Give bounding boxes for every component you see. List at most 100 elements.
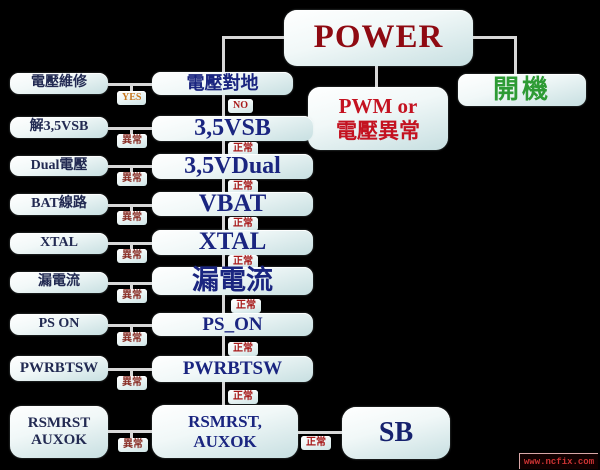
connector-line [130,430,133,438]
label-text: 正常 [233,256,253,267]
connector-line [130,242,133,250]
label-normal: 正常 [231,299,261,313]
node-leakage-left: 漏電流 [10,272,108,293]
label-text: 異常 [122,250,142,261]
connector-line [130,165,133,173]
connector-line [222,295,225,314]
label-abnormal: 異常 [117,289,147,303]
node-label: PWRBTSW [182,358,283,380]
node-power: POWER [284,10,473,66]
connector-line [298,431,342,434]
node-xtal: XTAL [152,228,313,256]
connector-line [222,255,225,268]
connector-line [130,324,133,333]
label-text: 異常 [122,173,142,184]
label-text: 異常 [122,377,142,388]
connector-line [222,95,225,117]
node-ps-on-left: PS ON [10,314,108,335]
connector-line [222,36,225,73]
connector-line [130,127,133,135]
connector-line [375,65,378,88]
label-text: 異常 [122,135,142,146]
node-sb-label: SB [378,416,414,448]
label-normal: 正常 [228,180,258,194]
node-vbat: VBAT [152,189,313,217]
node-35vdual: 3,5VDual [152,153,313,179]
label-normal-sb: 正常 [301,436,331,450]
watermark: www.ncfix.com [519,453,598,469]
connector-line [473,36,517,39]
label-abnormal: 異常 [118,438,148,452]
connector-line [222,216,225,231]
connector-line [514,36,517,75]
node-label: 漏電流 [192,265,273,296]
node-label: PS ON [38,316,80,332]
label-normal: 正常 [228,255,258,269]
label-text: 異常 [122,212,142,223]
label-text: 正常 [233,391,253,402]
connector-line [130,83,133,92]
label-text: YES [122,92,142,103]
label-text: 正常 [236,300,256,311]
connector-line [222,179,225,193]
node-pwm-abnormal: PWM or 電壓異常 [308,87,448,150]
node-boot: 開機 [458,74,586,106]
node-35vsb: 3,5VSB [152,114,313,141]
node-leakage: 漏電流 [152,265,313,296]
node-voltage-to-ground: 電壓對地 [152,72,293,95]
node-label: 電壓維修 [31,75,87,91]
node-pwrbtsw: PWRBTSW [152,356,313,382]
label-normal: 正常 [228,217,258,231]
label-abnormal: 異常 [117,332,147,346]
label-text: 正常 [233,343,253,354]
label-text: 正常 [233,143,253,154]
node-label: 解3,5VSB [29,119,89,135]
connector-line [222,382,225,406]
node-ps-on: PS_ON [152,313,313,336]
label-text: NO [233,100,248,111]
label-abnormal: 異常 [117,249,147,263]
connector-line [222,141,225,155]
label-text: 異常 [122,333,142,344]
connector-line [130,282,133,290]
node-label-line1: RSMRST [27,414,91,431]
node-fix-voltage: 電壓維修 [10,73,108,94]
node-label: PWRBTSW [19,359,99,376]
node-dual-voltage: Dual電壓 [10,156,108,176]
connector-line [222,36,284,39]
watermark-text: www.ncfix.com [523,456,595,467]
node-sb: SB [342,407,450,459]
node-label: XTAL [198,228,267,256]
node-xtal-left: XTAL [10,233,108,254]
connector-line [130,204,133,212]
label-text: 異常 [122,290,142,301]
node-label-line2: AUXOK [31,432,87,448]
node-label: XTAL [40,235,78,251]
label-text: 異常 [123,439,143,450]
node-fix-35vsb: 解3,5VSB [10,117,108,138]
node-label: BAT線路 [31,196,87,212]
label-text: 正常 [306,437,326,448]
node-label-line2: AUXOK [193,431,257,451]
node-label: 3,5VSB [194,114,271,141]
connector-line [130,368,133,377]
label-abnormal: 異常 [117,211,147,225]
label-text: 正常 [233,181,253,192]
label-abnormal: 異常 [117,134,147,148]
node-pwrbtsw-left: PWRBTSW [10,356,108,381]
connector-line [222,336,225,357]
node-label: 漏電流 [38,274,80,290]
node-label: Dual電壓 [30,157,88,173]
label-yes: YES [117,91,147,105]
label-text: 正常 [233,218,253,229]
label-normal: 正常 [228,142,258,156]
node-pwm-line1: PWM or [338,94,418,119]
node-power-label: POWER [313,19,444,56]
node-label-line1: RSMRST, [188,411,262,431]
node-label: 電壓對地 [186,73,259,94]
label-abnormal: 異常 [117,376,147,390]
label-no: NO [228,99,253,113]
node-label: VBAT [198,189,267,217]
node-boot-label: 開機 [492,75,551,105]
